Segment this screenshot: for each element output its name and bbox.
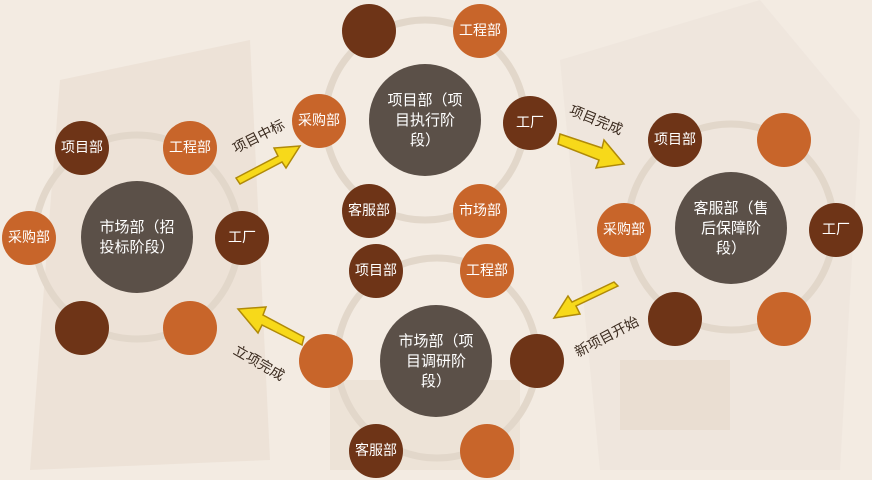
node-after-sales-factory: 工厂 [809,203,863,257]
node-research-blank-1 [510,334,564,388]
arrow-bid-won [234,145,302,185]
node-research-blank-3 [299,334,353,388]
node-bidding-project-dept: 项目部 [55,121,109,175]
arrow-project-approved [236,306,305,347]
node-bidding-factory: 工厂 [215,211,269,265]
center-node-bidding: 市场部（招投标阶段） [81,181,193,293]
node-research-service-dept: 客服部 [349,424,403,478]
node-execution-procurement-dept: 采购部 [292,94,346,148]
node-after-sales-blank-3 [648,292,702,346]
node-execution-factory: 工厂 [503,96,557,150]
center-node-after-sales: 客服部（售后保障阶段） [675,172,787,284]
arrow-project-complete [557,133,626,169]
node-bidding-procurement-dept: 采购部 [2,211,56,265]
node-execution-blank-1 [342,4,396,58]
node-research-project-dept: 项目部 [349,244,403,298]
node-after-sales-blank-2 [757,292,811,346]
node-execution-market-dept: 市场部 [453,184,507,238]
node-after-sales-project-dept: 项目部 [648,113,702,167]
center-node-research: 市场部（项目调研阶段） [380,305,492,417]
node-bidding-blank-2 [163,301,217,355]
center-node-execution: 项目部（项目执行阶段） [369,64,481,176]
node-bidding-engineering-dept: 工程部 [163,121,217,175]
node-research-blank-2 [460,424,514,478]
node-after-sales-blank-1 [757,113,811,167]
node-bidding-blank-1 [55,301,109,355]
node-after-sales-procurement-dept: 采购部 [597,203,651,257]
arrow-new-project-start [552,281,620,319]
node-execution-engineering-dept: 工程部 [453,4,507,58]
node-execution-service-dept: 客服部 [342,184,396,238]
node-research-engineering-dept: 工程部 [460,244,514,298]
